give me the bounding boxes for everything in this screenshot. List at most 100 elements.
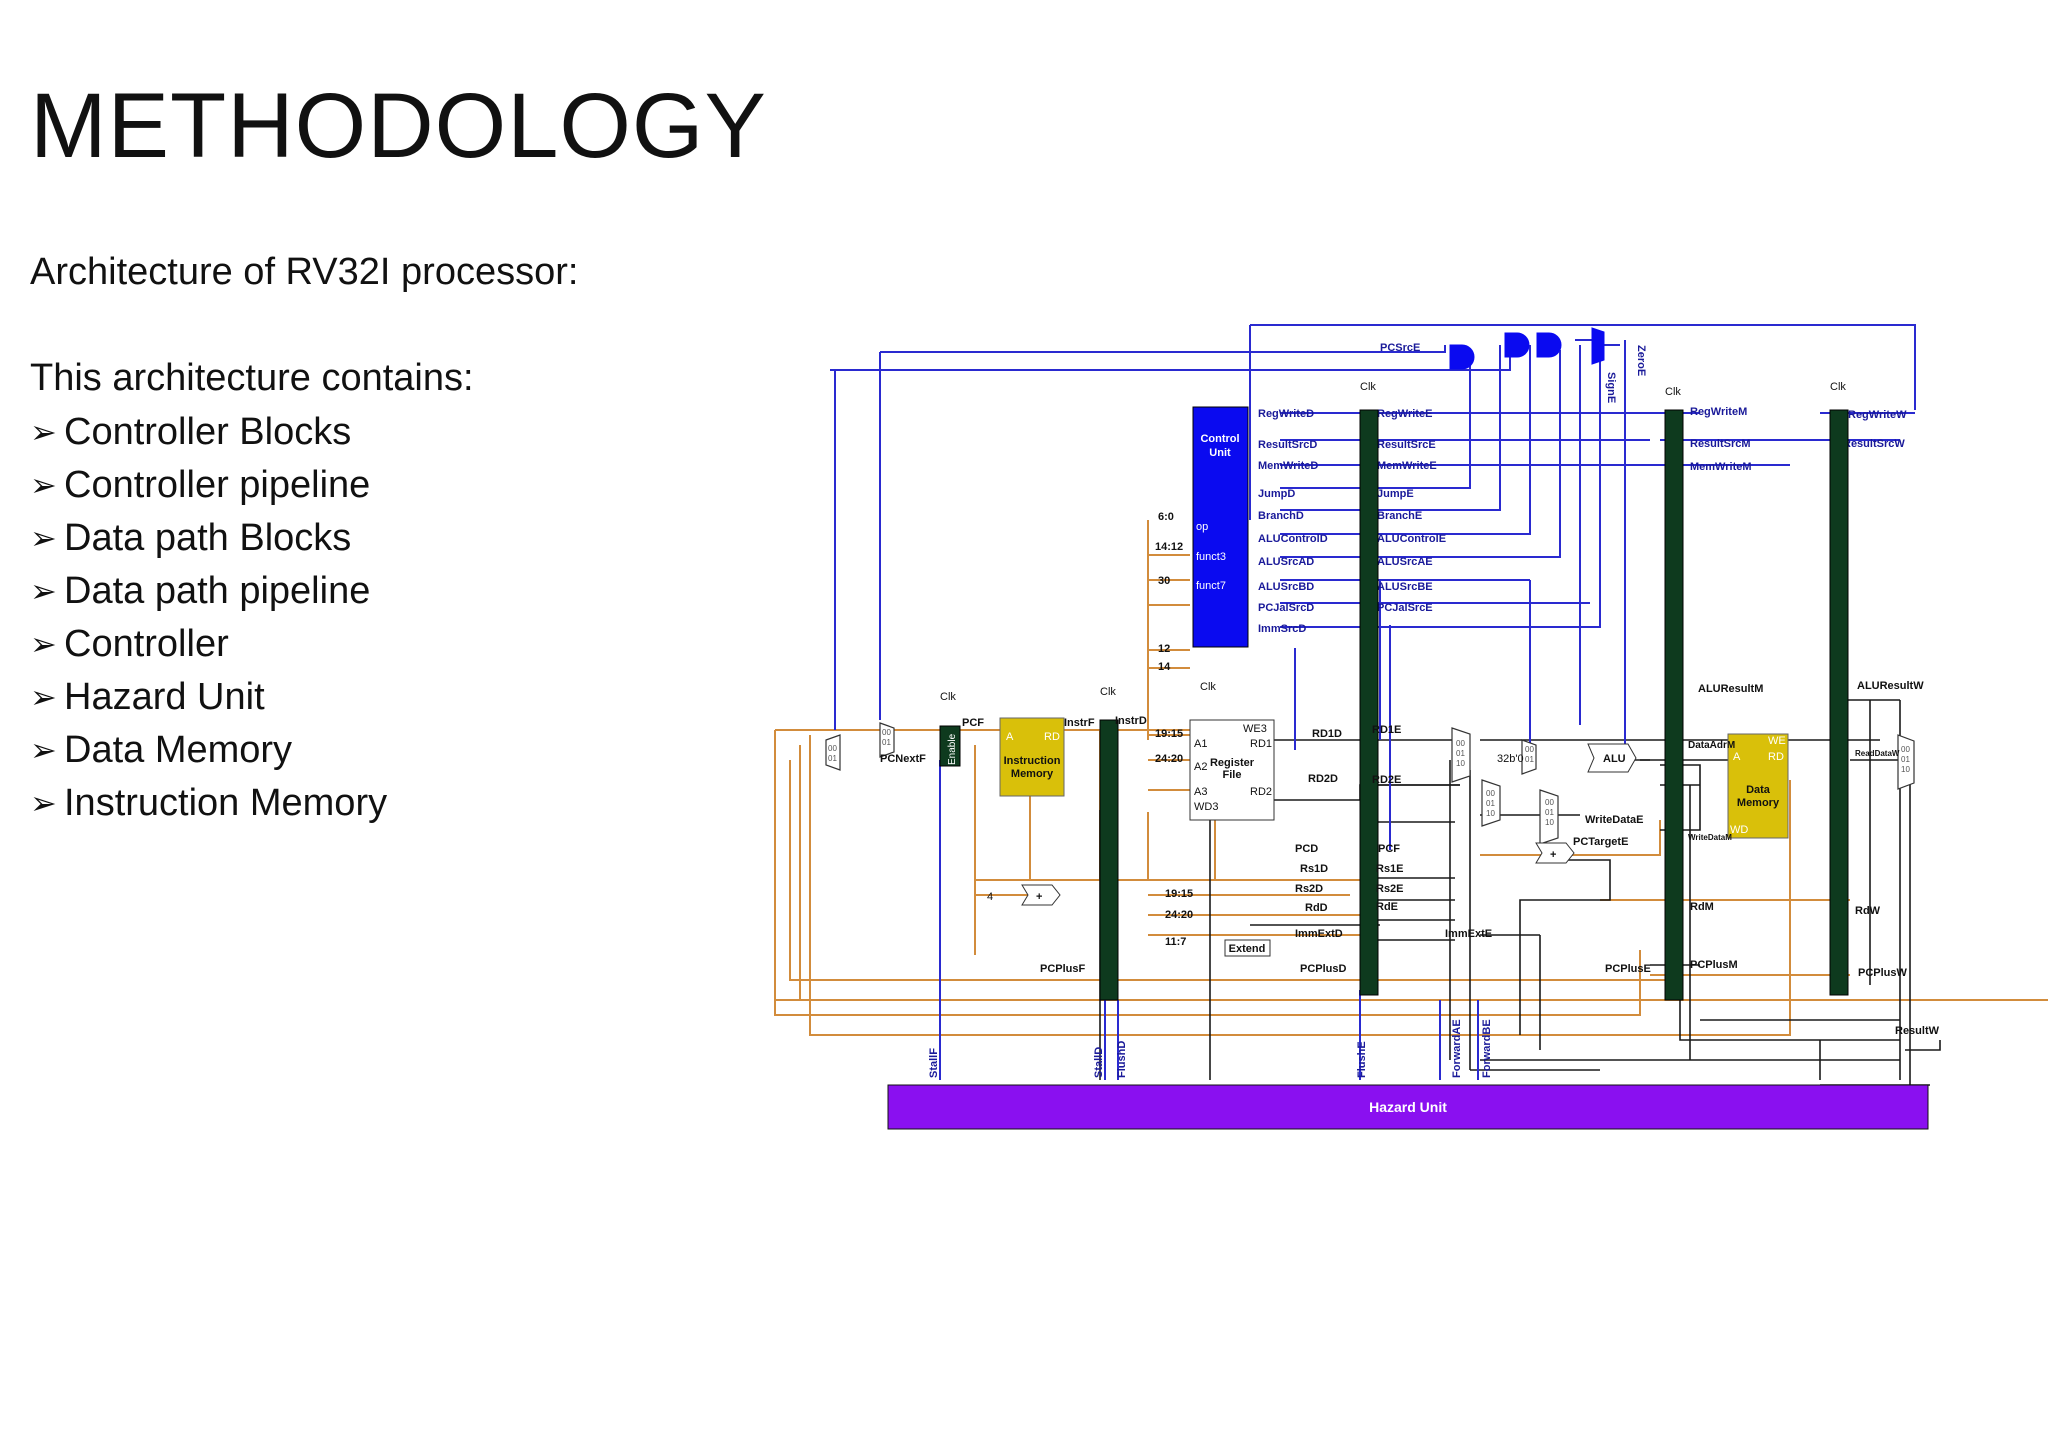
signal-label: BranchE bbox=[1377, 510, 1422, 522]
signal-label: ResultSrcD bbox=[1258, 439, 1317, 451]
signal-label: JumpD bbox=[1258, 488, 1295, 500]
wire-label: PCPlusE bbox=[1605, 963, 1651, 975]
cu-input-funct3: funct3 bbox=[1196, 551, 1226, 563]
control-unit-label: Control bbox=[1200, 433, 1239, 445]
alu-block bbox=[1587, 743, 1637, 773]
block-label: Register bbox=[1210, 757, 1255, 769]
clk-label: Clk bbox=[940, 691, 956, 703]
port-label: WE3 bbox=[1243, 723, 1267, 735]
mux-input-label: 01 bbox=[1486, 799, 1495, 808]
instr-field: 19:15 bbox=[1165, 888, 1193, 900]
mux-input-label: 10 bbox=[1545, 818, 1554, 827]
port-label: WD3 bbox=[1194, 801, 1218, 813]
cu-input-op: op bbox=[1196, 521, 1208, 533]
wire-label: ImmExtD bbox=[1295, 928, 1343, 940]
control-unit-label: Unit bbox=[1209, 447, 1231, 459]
signal-label: MemWriteD bbox=[1258, 460, 1318, 472]
wire-label: PCPlusW bbox=[1858, 967, 1908, 979]
srcb-mux-icon bbox=[1481, 779, 1501, 827]
wire-label: Rs2E bbox=[1376, 883, 1404, 895]
instr-field: 19:15 bbox=[1155, 728, 1183, 740]
port-label: RD bbox=[1768, 751, 1784, 763]
mux-input-label: 00 bbox=[1456, 739, 1465, 748]
data-memory-block bbox=[1727, 733, 1789, 839]
mux-gate-icon bbox=[1591, 327, 1605, 365]
signal-label: StallD bbox=[1093, 1047, 1105, 1078]
instr-field: 11:7 bbox=[1165, 936, 1186, 948]
bullet-arrow-icon: ➢ bbox=[30, 573, 57, 609]
signal-label: ZeroE bbox=[1635, 345, 1647, 376]
mux-input-label: 00 bbox=[1486, 789, 1495, 798]
mux-select-labels: 00 01 00 01 00 01 10 00 01 00 01 10 00 0… bbox=[828, 728, 1910, 827]
signal-label: ALUSrcBD bbox=[1258, 581, 1314, 593]
wire-label: PCD bbox=[1295, 843, 1318, 855]
list-item: ➢Data Memory bbox=[30, 724, 387, 777]
mux-input-label: 00 bbox=[1545, 798, 1554, 807]
page-title: METHODOLOGY bbox=[30, 75, 767, 177]
instr-field: 12 bbox=[1158, 643, 1170, 655]
signal-label: RegWriteW bbox=[1848, 409, 1907, 421]
signal-label: ResultSrcW bbox=[1843, 438, 1905, 450]
adder-label: + bbox=[1550, 849, 1556, 861]
instr-field: 24:20 bbox=[1165, 909, 1193, 921]
port-label: WD bbox=[1730, 824, 1748, 836]
block-label: Instruction bbox=[1004, 755, 1061, 767]
control-signals-d: RegWriteD ResultSrcD MemWriteD JumpD Bra… bbox=[1258, 408, 1328, 635]
port-label: A bbox=[1733, 751, 1741, 763]
mux-input-label: 10 bbox=[1486, 809, 1495, 818]
enable-label: Enable bbox=[947, 733, 958, 765]
wire-label: InstrD bbox=[1115, 715, 1147, 727]
signal-label: MemWriteE bbox=[1377, 460, 1437, 472]
mux-input-label: 00 bbox=[1525, 745, 1534, 754]
pcnext-mux-icon bbox=[879, 722, 895, 758]
clk-label: Clk bbox=[1100, 686, 1116, 698]
port-label: A1 bbox=[1194, 738, 1207, 750]
mux-input-label: 00 bbox=[1901, 745, 1910, 754]
signal-label: PCJalSrcE bbox=[1377, 602, 1433, 614]
instruction-memory-block bbox=[999, 717, 1065, 797]
extend-block bbox=[1224, 939, 1271, 957]
signal-label: ALUSrcAD bbox=[1258, 556, 1314, 568]
wire-label: RD2D bbox=[1308, 773, 1338, 785]
bullet-arrow-icon: ➢ bbox=[30, 679, 57, 715]
mux-input-label: 01 bbox=[882, 738, 891, 747]
bullet-arrow-icon: ➢ bbox=[30, 626, 57, 662]
constant-label: 4 bbox=[987, 891, 993, 903]
wire-label: PCF bbox=[962, 717, 984, 729]
signal-label: FlushE bbox=[1356, 1041, 1368, 1078]
signal-label: FlushD bbox=[1116, 1041, 1128, 1078]
pipeline-registers bbox=[939, 409, 1849, 1001]
mux-input-label: 01 bbox=[1545, 808, 1554, 817]
pipeline-register-w bbox=[1829, 409, 1849, 996]
register-file-block bbox=[1189, 719, 1275, 821]
signal-label: BranchD bbox=[1258, 510, 1304, 522]
wire-label: Rs1E bbox=[1376, 863, 1404, 875]
wire-label: Rs2D bbox=[1295, 883, 1323, 895]
control-signals-w: RegWriteW ResultSrcW bbox=[1843, 409, 1907, 450]
wire-label: WriteDataE bbox=[1585, 814, 1643, 826]
pipeline-register-m bbox=[1664, 409, 1684, 1001]
wire-label: ImmExtE bbox=[1445, 928, 1492, 940]
mux-input-label: 01 bbox=[828, 754, 837, 763]
pcsrc-logic bbox=[1449, 327, 1605, 370]
signal-label: JumpE bbox=[1377, 488, 1414, 500]
bullet-arrow-icon: ➢ bbox=[30, 414, 57, 450]
adder-label: + bbox=[1036, 891, 1042, 903]
datapath-labels: PCF PCNextF InstrF InstrD RD1D RD2D RD1E… bbox=[880, 680, 1940, 1037]
bullet-arrow-icon: ➢ bbox=[30, 520, 57, 556]
intro-text: This architecture contains: bbox=[30, 357, 474, 399]
srca-mux-icon bbox=[1451, 727, 1471, 783]
signal-label: MemWriteM bbox=[1690, 461, 1752, 473]
wire-label: RD2E bbox=[1372, 774, 1401, 786]
mux-input-label: 00 bbox=[882, 728, 891, 737]
port-label: A3 bbox=[1194, 786, 1207, 798]
control-signals-e: RegWriteE ResultSrcE MemWriteE JumpE Bra… bbox=[1377, 408, 1446, 614]
wire-label: ReadDataW bbox=[1855, 749, 1900, 758]
result-mux-icon bbox=[1897, 734, 1915, 790]
list-item: ➢Hazard Unit bbox=[30, 671, 387, 724]
constant-label: 32b'0 bbox=[1497, 753, 1524, 765]
signal-label: RegWriteD bbox=[1258, 408, 1314, 420]
wire-label: Rs1D bbox=[1300, 863, 1328, 875]
block-label: File bbox=[1223, 769, 1242, 781]
